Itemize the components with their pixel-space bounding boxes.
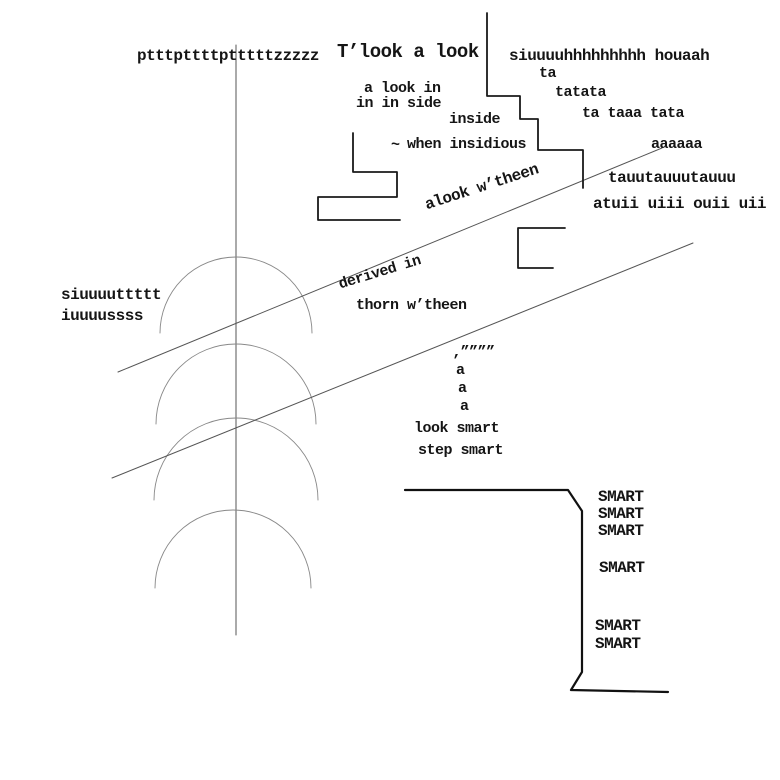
diagonal-line-lower [111, 242, 694, 479]
dome-arc-2 [155, 343, 317, 425]
label-look-smart: look smart [414, 420, 500, 437]
label-smart-3: SMART [598, 522, 644, 540]
label-siuuuuttttt: siuuuuttttt [61, 286, 162, 304]
label-tatata: tatata [555, 84, 607, 101]
label-smart-5: SMART [595, 617, 641, 635]
label-smart-4: SMART [599, 559, 645, 577]
label-a-1: a [456, 362, 465, 379]
label-ta-taaa-tata: ta taaa tata [582, 105, 685, 122]
label-smart-1: SMART [598, 488, 644, 506]
label-siuuuu-houaah: siuuuuhhhhhhhhh houaah [509, 47, 710, 65]
bracket-mid-right [517, 227, 566, 269]
diagonal-line-upper [117, 147, 663, 373]
label-thorn-wtheen: thorn w’theen [356, 297, 467, 314]
staircase-left [317, 132, 401, 221]
label-aaaaaa: aaaaaa [651, 136, 703, 153]
label-tauutauuutauuu: tauutauuutauuu [608, 169, 736, 187]
label-inside: inside [449, 111, 501, 128]
label-iuuuussss: iuuuussss [61, 307, 143, 325]
label-tlook-a-look: T’look a look [337, 41, 479, 63]
label-when-insidious: when insidious [407, 136, 527, 153]
staircase-top-right [486, 12, 584, 189]
dome-arc-4 [154, 509, 312, 589]
label-smart-2: SMART [598, 505, 644, 523]
label-atuii-uiii-ouii-uii: atuii uiii ouii uii [593, 195, 766, 213]
label-a-3: a [460, 398, 469, 415]
label-quotes: ‚”””” [452, 344, 495, 361]
bracket-bottom-right [403, 488, 670, 694]
label-step-smart: step smart [418, 442, 504, 459]
label-a-2: a [458, 380, 467, 397]
dome-arc-3 [153, 417, 319, 501]
label-squiggle: ~ [391, 137, 400, 154]
label-smart-6: SMART [595, 635, 641, 653]
label-in-in-side: in in side [356, 95, 442, 112]
label-pttt: ptttpttttptttttzzzzz [137, 47, 320, 65]
label-a-look-in: a look in [364, 80, 441, 97]
dome-arc-1 [159, 256, 313, 334]
label-ta: ta [539, 65, 557, 82]
